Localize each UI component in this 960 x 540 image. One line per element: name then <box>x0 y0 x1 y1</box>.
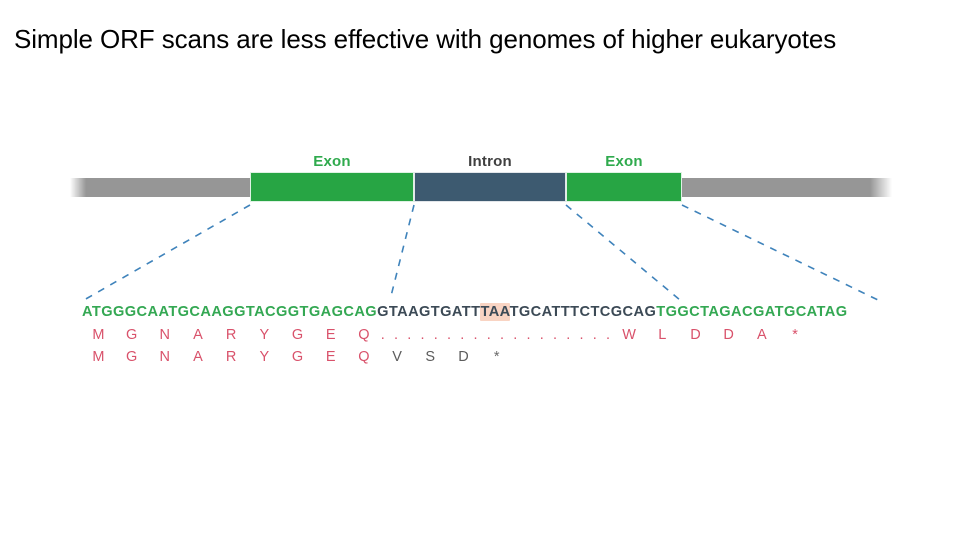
dna-intron-segment-2: TGCATTTCTCGCAG <box>509 304 657 320</box>
residue-stop: * <box>792 327 799 343</box>
intron-label-1: Intron <box>468 153 512 170</box>
residue: N <box>159 327 171 343</box>
dna-exon-segment-2: TGGCTAGACGATGCATAG <box>656 304 848 320</box>
exon-block-2 <box>566 172 682 202</box>
residue-intron: V <box>392 349 403 365</box>
exon-block-1 <box>250 172 414 202</box>
residue: Y <box>259 327 270 343</box>
residue: G <box>291 327 304 343</box>
residue: M <box>92 349 105 365</box>
intron-gap-dots: . . . . . . . . . . . . . . . . . . <box>380 327 613 343</box>
exon-label-2: Exon <box>605 153 643 170</box>
residue: G <box>125 327 138 343</box>
residue: A <box>193 327 204 343</box>
dna-intron-segment-1: GTAAGTGATT <box>377 304 481 320</box>
residue-intron: D <box>458 349 470 365</box>
residue: D <box>723 327 735 343</box>
residue-intron: S <box>425 349 436 365</box>
genomic-backbone-right <box>680 178 892 197</box>
intron-block-1 <box>414 172 566 202</box>
residue: G <box>125 349 138 365</box>
page-title: Simple ORF scans are less effective with… <box>14 24 837 54</box>
residue: E <box>325 327 336 343</box>
residue: R <box>225 349 237 365</box>
residue: N <box>159 349 171 365</box>
residue: E <box>325 349 336 365</box>
residue: M <box>92 327 105 343</box>
dna-exon-segment-1: ATGGGCAATGCAAGGTACGGTGAGCAG <box>82 304 378 320</box>
residue: A <box>193 349 204 365</box>
residue-premature-stop: * <box>493 349 500 365</box>
stop-codon-highlight: TAA <box>480 303 510 321</box>
residue: D <box>690 327 702 343</box>
residue: Q <box>358 327 370 343</box>
residue: Q <box>358 349 370 365</box>
spliced-protein-row: M G N A R Y G E Q . . . . . . . . . . . . . . . .… <box>82 325 812 345</box>
genomic-orf-row: M G N A R Y G E Q V S D * <box>82 347 513 367</box>
residue: A <box>756 327 768 343</box>
residue: R <box>225 327 237 343</box>
residue: L <box>658 327 667 343</box>
dna-sequence-row: ATGGGCAATGCAAGGTACGGTGAGCAGGTAAGTGATTTAA… <box>82 302 848 322</box>
residue: G <box>291 349 304 365</box>
exon-label-1: Exon <box>313 153 351 170</box>
genomic-backbone-left <box>70 178 252 197</box>
residue: Y <box>259 349 270 365</box>
residue: W <box>622 327 637 343</box>
